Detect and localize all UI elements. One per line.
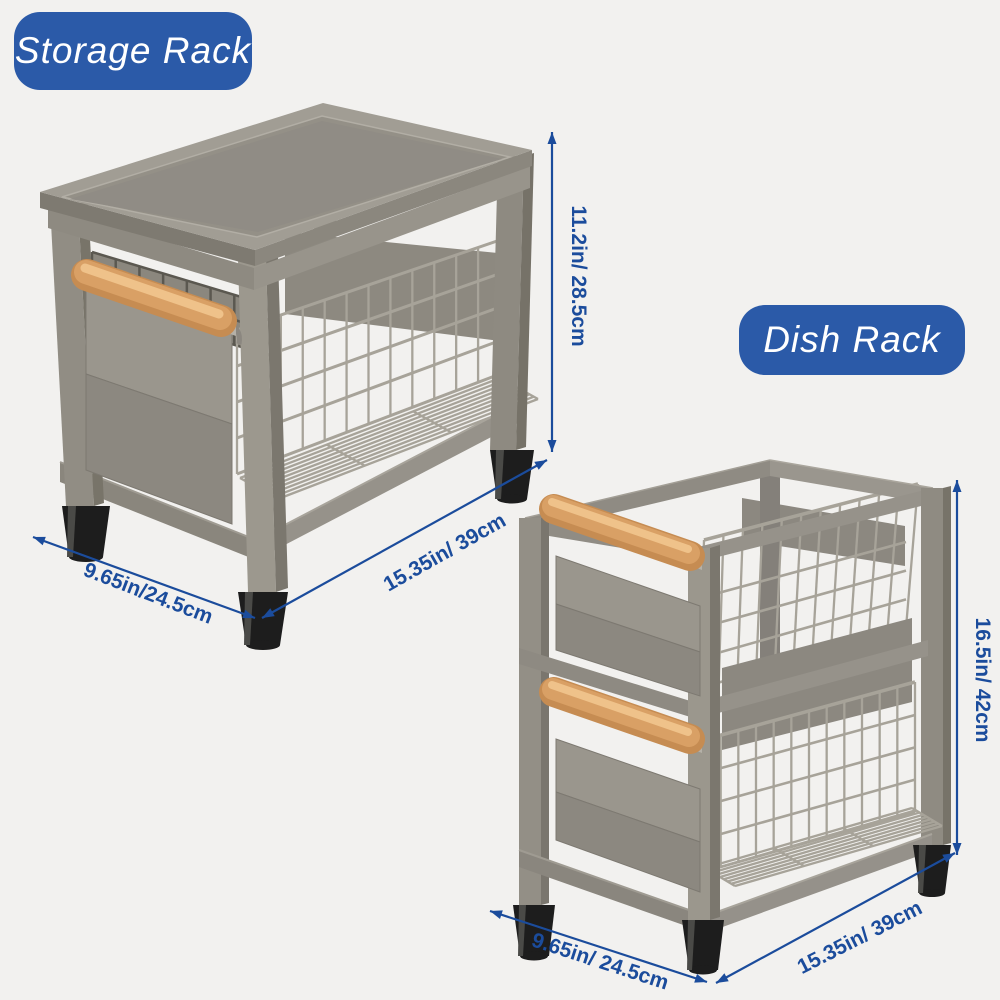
storage-front-leg	[238, 260, 276, 592]
dish-top-basket-back-wall	[742, 498, 905, 566]
dish-bottom-bar-left	[519, 850, 706, 933]
dish-foot-right	[913, 845, 951, 897]
storage-tray-side-right	[255, 150, 532, 266]
dish-bottom-handle-wood-highlight	[548, 681, 692, 736]
dish-top-handle-wood-highlight	[548, 498, 692, 553]
storage-tray-side-left	[40, 192, 255, 266]
storage-front-leg-shade	[266, 256, 288, 592]
dish-bottom-bar-right	[706, 834, 932, 933]
dish-top-bar-back-right-edge	[769, 459, 934, 489]
dish-bottom-basket-handle	[539, 677, 705, 754]
storage-foot-front	[238, 592, 288, 650]
storage-height-label: 11.2in/ 28.5cm	[567, 205, 590, 347]
storage-foot-left	[62, 506, 110, 562]
storage-undertray-bar-left	[48, 206, 254, 290]
dish-front-post-shade	[710, 545, 720, 920]
storage-bottom-bar-left	[60, 462, 256, 560]
storage-basket-panel-lower	[85, 373, 233, 525]
dimension-arrows	[32, 132, 962, 984]
storage-rack-badge: Storage Rack	[14, 12, 252, 90]
storage-basket-back-wall	[285, 232, 508, 342]
dish-height-label: 16.5in/ 42cm	[971, 617, 994, 743]
dish-bottom-basket-panel-lower	[555, 791, 701, 893]
dish-right-post-shade	[943, 486, 951, 845]
storage-basket-handle	[71, 259, 242, 345]
dish-foot-left	[513, 905, 555, 961]
dish-top-bar-front-right	[698, 488, 933, 562]
dish-left-post	[519, 518, 541, 905]
dish-top-basket-panel-lower	[555, 603, 701, 697]
dish-rack-illustration	[513, 459, 951, 975]
dish-top-bar-back-right	[770, 460, 933, 504]
dish-height-arrow	[952, 480, 962, 855]
storage-undertray-bar-right	[254, 166, 530, 290]
storage-tray-floor	[70, 121, 502, 232]
dish-mid-bar-left	[519, 648, 700, 720]
dish-right-post	[921, 488, 943, 845]
dish-top-basket-handle	[539, 494, 705, 571]
storage-left-leg	[50, 204, 94, 506]
storage-right-leg	[490, 156, 524, 450]
dish-left-post-shade	[541, 516, 549, 905]
storage-right-leg-shade	[516, 153, 534, 450]
storage-basket-floor-grid-b	[239, 376, 539, 501]
storage-depth-arrow	[32, 535, 256, 620]
dish-width-arrow	[715, 852, 956, 984]
dish-mid-bar-right	[700, 640, 928, 718]
storage-foot-right	[490, 450, 534, 504]
storage-handle-wood-highlight	[80, 263, 224, 319]
dish-rack-badge: Dish Rack	[739, 305, 965, 375]
dish-depth-arrow	[489, 909, 708, 984]
storage-bottom-bar-right	[256, 402, 520, 560]
dish-foot-front	[682, 920, 724, 975]
storage-height-arrow	[547, 132, 557, 452]
storage-width-arrow	[261, 459, 548, 619]
dish-bottom-bar-left-edge	[518, 849, 707, 917]
dish-basket-floor-grid-b	[704, 806, 943, 888]
dish-bottom-bar-right-edge	[705, 833, 933, 917]
storage-bottom-bar-right-edge	[255, 401, 521, 541]
